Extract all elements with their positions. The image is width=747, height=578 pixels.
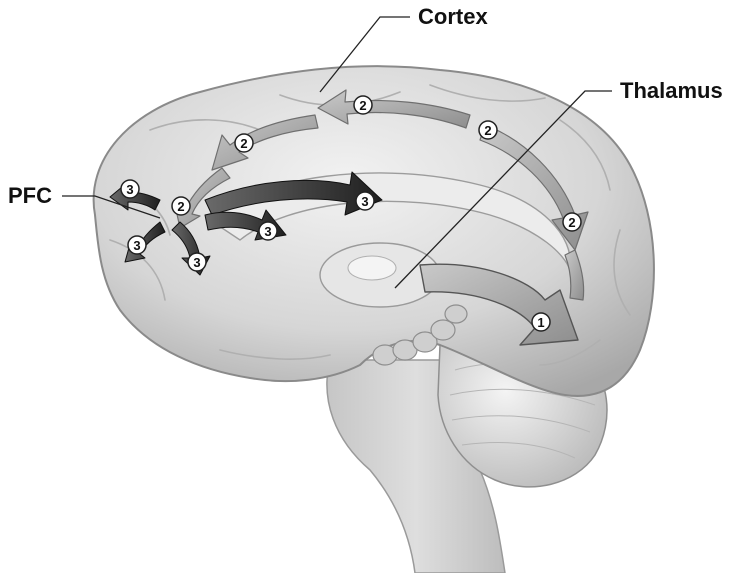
thalamus-label: Thalamus [620,78,723,104]
badge-cortical-number-lower: 2 [568,215,575,230]
badge-cortical-number-top: 2 [359,98,366,113]
badge-cortical-number-pfc: 2 [177,199,184,214]
badge-thalamic-number: 1 [537,315,544,330]
badge-prefrontal-number-mid: 3 [264,224,271,239]
badge-thalamic: 1 [532,313,550,331]
pfc-label: PFC [8,183,52,209]
badge-prefrontal-number-up: 3 [126,182,133,197]
badge-cortical-number-right: 2 [484,123,491,138]
badge-prefrontal-number-long: 3 [361,194,368,209]
cortex-label: Cortex [418,4,488,30]
badge-cortical-number-left: 2 [240,136,247,151]
badge-prefrontal-number-left: 3 [133,238,140,253]
badge-prefrontal-number-down: 3 [193,255,200,270]
